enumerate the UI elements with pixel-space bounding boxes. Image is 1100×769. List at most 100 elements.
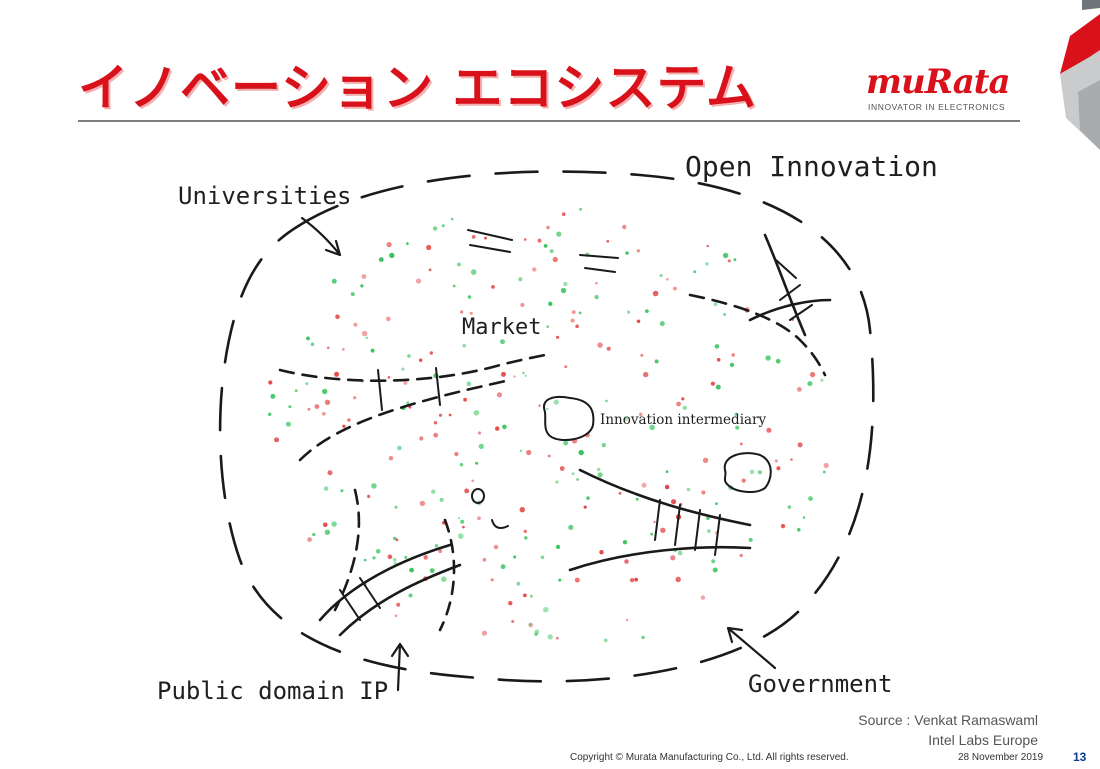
dot-red xyxy=(523,238,527,241)
dot-green xyxy=(306,336,310,341)
dot-red xyxy=(660,527,666,533)
dot-red xyxy=(493,544,499,550)
dot-red xyxy=(559,466,565,471)
dot-red xyxy=(464,488,470,494)
dot-red xyxy=(495,426,500,431)
dot-green xyxy=(285,421,291,427)
dot-green xyxy=(441,224,445,228)
dot-red xyxy=(706,244,709,248)
dot-green xyxy=(627,310,631,314)
dot-green xyxy=(605,399,608,403)
label-market: Market xyxy=(462,315,542,340)
dot-red xyxy=(626,618,629,622)
dot-green xyxy=(516,581,521,586)
dot-red xyxy=(508,601,513,606)
ecosystem-diagram xyxy=(218,170,875,692)
dot-red xyxy=(780,523,786,529)
dot-green xyxy=(665,470,669,474)
dot-red xyxy=(606,240,610,243)
dot-green xyxy=(601,443,606,448)
label-government: Government xyxy=(748,670,893,698)
footer-date: 28 November 2019 xyxy=(958,752,1044,763)
dot-red xyxy=(482,557,487,562)
dot-green xyxy=(393,561,397,565)
dot-green xyxy=(597,472,603,478)
dot-red xyxy=(523,593,527,598)
dot-red xyxy=(636,319,641,324)
dot-green xyxy=(457,262,461,267)
dot-green xyxy=(730,362,734,367)
dot-red xyxy=(624,559,629,564)
dot-red xyxy=(546,225,550,230)
dot-green xyxy=(546,325,549,328)
dot-green xyxy=(578,311,582,315)
dot-red xyxy=(739,553,743,558)
dot-red xyxy=(606,346,611,351)
dot-red xyxy=(491,285,495,289)
dot-red xyxy=(419,500,426,507)
dot-red xyxy=(766,427,772,433)
dot-red xyxy=(571,310,576,315)
dot-red xyxy=(537,238,542,243)
dot-green xyxy=(734,412,739,417)
dot-red xyxy=(599,550,604,555)
dot-green xyxy=(324,529,331,535)
dot-green xyxy=(288,405,292,409)
dot-red xyxy=(454,451,459,457)
dot-green xyxy=(820,378,824,382)
dot-green xyxy=(389,252,395,259)
intermediary-blob-1 xyxy=(543,395,595,441)
dot-red xyxy=(433,421,438,425)
gov-boundary-2 xyxy=(568,545,752,572)
dot-red xyxy=(484,236,487,240)
dot-red xyxy=(341,348,345,351)
dot-green xyxy=(682,405,687,410)
dot-red xyxy=(700,595,706,600)
dot-green xyxy=(579,207,582,211)
dot-green xyxy=(560,287,567,294)
dot-red xyxy=(386,242,392,248)
dot-green xyxy=(677,550,683,556)
dot-green xyxy=(714,344,720,349)
dot-green xyxy=(594,295,599,300)
dot-green xyxy=(715,502,718,505)
small-squiggle xyxy=(491,519,509,529)
dot-green xyxy=(540,555,545,560)
dot-red xyxy=(681,397,685,401)
dot-green xyxy=(546,407,549,411)
dot-green xyxy=(513,555,517,559)
dot-green xyxy=(650,532,653,536)
dot-green xyxy=(775,358,781,364)
dot-green xyxy=(370,348,375,353)
dot-red xyxy=(347,418,351,422)
dot-red xyxy=(520,302,525,308)
dot-green xyxy=(568,524,574,530)
diagram-sketch-lines xyxy=(218,170,875,692)
dot-green xyxy=(406,401,410,405)
open-innovation-cross-1 xyxy=(763,233,807,337)
dot-red xyxy=(741,478,746,483)
label-open-innovation: Open Innovation xyxy=(685,150,938,183)
dot-red xyxy=(469,311,473,315)
dot-red xyxy=(790,458,793,461)
dot-red xyxy=(513,375,516,378)
intermediary-blob-2 xyxy=(723,452,772,493)
dot-red xyxy=(538,404,541,407)
dot-green xyxy=(350,292,355,297)
dot-green xyxy=(392,557,397,562)
dot-green xyxy=(765,355,771,361)
dot-green xyxy=(305,382,309,385)
murata-logo: muRata INNOVATOR IN ELECTRONICS xyxy=(860,62,1020,114)
dot-red xyxy=(327,470,333,476)
dot-green xyxy=(705,262,709,266)
dot-green xyxy=(797,527,801,532)
dot-green xyxy=(712,567,718,573)
dot-red xyxy=(622,224,627,230)
dot-green xyxy=(323,486,329,491)
dot-green xyxy=(659,321,665,327)
dot-green xyxy=(623,416,628,422)
dot-red xyxy=(583,505,587,509)
dot-green xyxy=(722,252,729,259)
dot-red xyxy=(460,310,464,314)
dot-green xyxy=(518,277,523,282)
